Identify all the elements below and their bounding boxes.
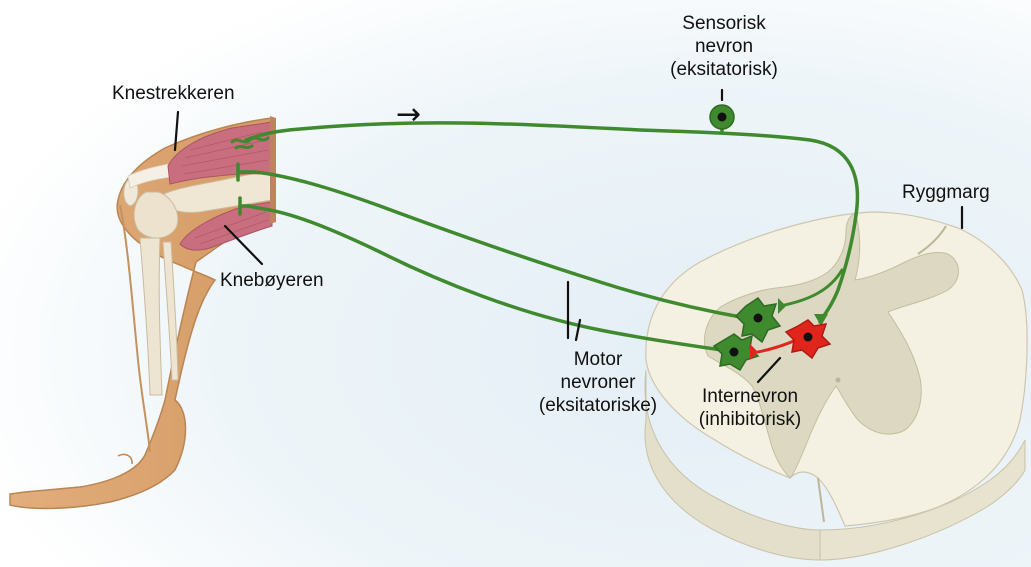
label-motor-line-3: (eksitatoriske) <box>518 394 678 417</box>
label-quadriceps-text: Knestrekkeren <box>112 82 235 105</box>
label-hamstring-text: Knebøyeren <box>220 269 324 292</box>
label-sensory-neuron: Sensorisk nevron (eksitatorisk) <box>644 12 804 81</box>
label-sensory-line-2: nevron <box>644 35 804 58</box>
label-sensory-line-3: (eksitatorisk) <box>644 58 804 81</box>
sensory-neuron-nucleus <box>718 113 727 122</box>
label-quadriceps: Knestrekkeren <box>112 82 235 105</box>
motor-neuron-2-nucleus <box>730 348 739 357</box>
label-hamstring: Knebøyeren <box>220 269 324 292</box>
label-spinal-cord-text: Ryggmarg <box>902 181 990 204</box>
label-motor-line-2: nevroner <box>518 371 678 394</box>
label-sensory-line-1: Sensorisk <box>644 12 804 35</box>
label-interneuron-line-1: Internevron <box>670 385 830 408</box>
label-motor-neurons: Motor nevroner (eksitatoriske) <box>518 348 678 417</box>
label-spinal-cord: Ryggmarg <box>902 181 990 204</box>
label-motor-line-1: Motor <box>518 348 678 371</box>
label-interneuron: Internevron (inhibitorisk) <box>670 385 830 431</box>
motor-neuron-1-nucleus <box>754 314 763 323</box>
label-interneuron-line-2: (inhibitorisk) <box>670 408 830 431</box>
interneuron-nucleus <box>804 333 813 342</box>
signal-direction-arrow: → <box>396 97 421 132</box>
central-canal <box>836 378 841 383</box>
